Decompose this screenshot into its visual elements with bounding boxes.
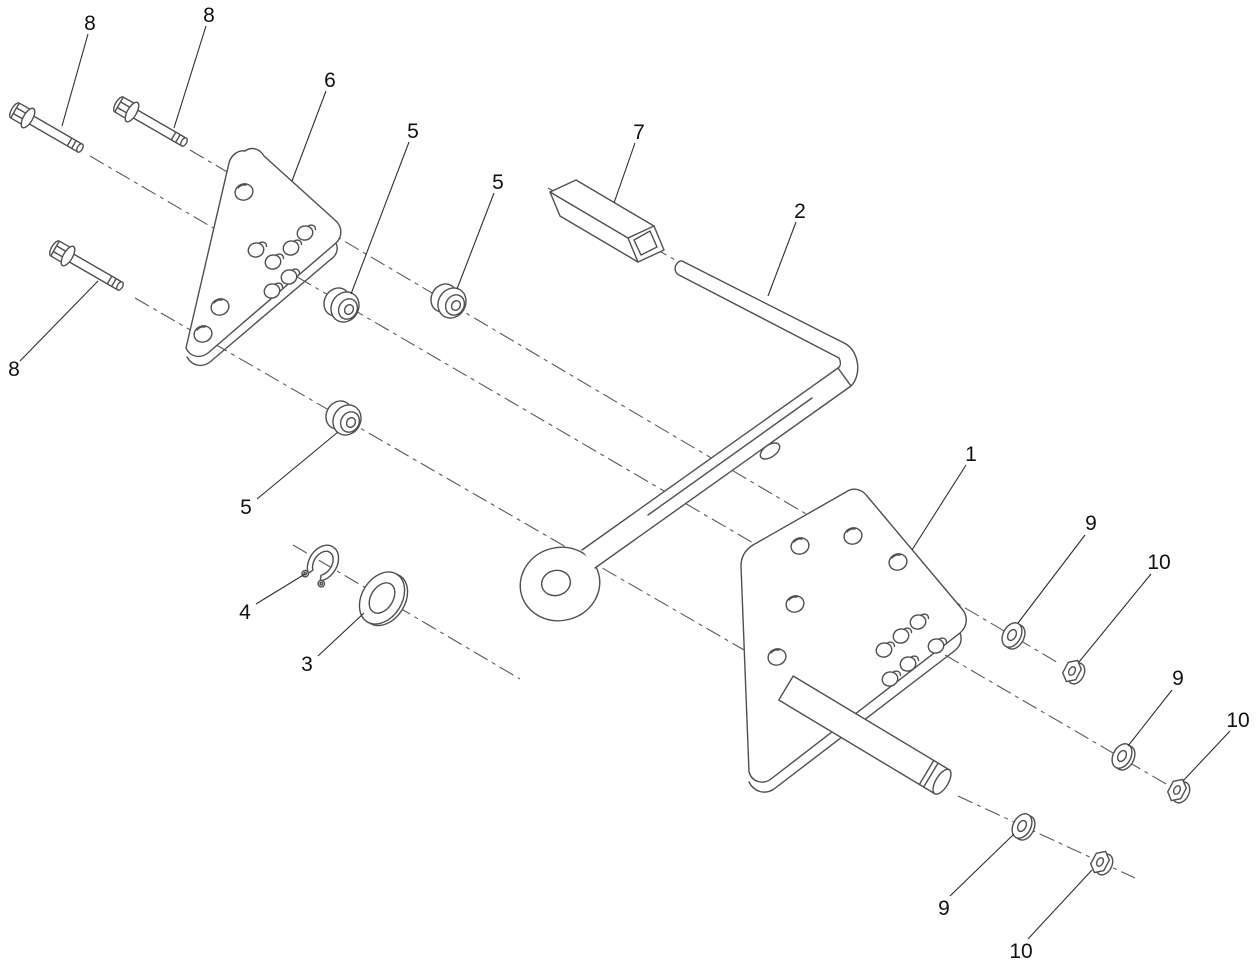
centerline-ring-washer — [292, 544, 521, 680]
leader-line — [256, 431, 339, 500]
callout-5-bushing-2: 5 — [407, 120, 419, 143]
pivot-eye-hole — [540, 569, 572, 597]
leader-line — [61, 33, 89, 127]
part-10-flange-nut-2 — [1166, 778, 1194, 807]
pin-groove — [918, 760, 935, 785]
part-7-spacer-sleeve — [549, 179, 665, 263]
callout-1-plate: 1 — [965, 443, 977, 466]
sleeve-edge — [627, 225, 655, 239]
lower-arm-bend-line — [647, 397, 813, 516]
washer-hole — [368, 582, 396, 614]
part-6-front-bracket-plate — [185, 147, 342, 367]
leader-line — [255, 573, 306, 605]
part-1-pivot-pin — [778, 675, 952, 795]
leader-line — [1078, 573, 1152, 663]
callout-10-nut-1: 10 — [1147, 551, 1170, 574]
part-5-bushing-1 — [425, 278, 473, 324]
leader-line — [1017, 534, 1086, 624]
leader-line — [317, 612, 365, 657]
leader-line — [1182, 730, 1231, 782]
callout-10-nut-2: 10 — [1226, 709, 1249, 732]
callout-8-bolt-2: 8 — [203, 4, 215, 27]
callout-8-bolt-3: 8 — [8, 358, 20, 381]
part-2-pivot-arm-bar — [519, 260, 859, 622]
leader-line — [291, 90, 327, 182]
callout-9-washer-2: 9 — [1172, 667, 1184, 690]
leader-lines — [19, 25, 1231, 940]
callout-9-washer-1: 9 — [1085, 512, 1097, 535]
part-9-washer-3 — [1007, 809, 1040, 845]
pin-end-face — [932, 768, 952, 795]
leader-line — [173, 25, 207, 129]
part-9-washer-1 — [997, 618, 1030, 654]
part-4-snap-ring — [301, 544, 340, 588]
leader-line — [767, 221, 797, 297]
leader-line — [911, 464, 967, 551]
lower-arm-edge — [581, 367, 839, 551]
callout-8-bolt-1: 8 — [84, 12, 96, 35]
plate-thickness-edge — [186, 242, 338, 367]
arm-slot-hole — [759, 442, 781, 460]
snap-ring-body — [306, 544, 340, 582]
callout-labels: 8 8 6 5 5 7 2 8 5 4 3 1 9 10 9 10 9 10 — [8, 4, 1250, 963]
lower-arm-edge — [594, 385, 852, 569]
part-8-flange-bolt-3 — [45, 236, 129, 298]
part-8-flange-bolt-1 — [5, 98, 89, 160]
callout-10-nut-3: 10 — [1009, 940, 1032, 963]
leader-line — [1027, 869, 1093, 940]
sleeve-bore — [633, 230, 658, 256]
callout-7-sleeve: 7 — [633, 121, 645, 144]
part-10-flange-nut-1 — [1061, 659, 1089, 688]
part-5-bushing-3 — [320, 395, 368, 441]
callout-9-washer-3: 9 — [938, 897, 950, 920]
part-5-bushing-2 — [318, 282, 366, 328]
part-10-flange-nut-3 — [1089, 850, 1117, 879]
pin-groove — [923, 762, 939, 788]
sleeve-edge — [549, 191, 629, 239]
leader-line — [949, 833, 1015, 897]
callout-3-washer: 3 — [301, 653, 313, 676]
snap-ring-ear-hole — [319, 581, 324, 586]
callout-4-snap-ring: 4 — [239, 601, 251, 624]
leader-line — [350, 141, 410, 295]
part-1-rear-bracket-plate — [740, 488, 967, 793]
parts-layer — [5, 92, 1194, 879]
callout-2-arm: 2 — [794, 200, 806, 223]
centerline-axis-bottom — [134, 297, 759, 659]
part-3-washer — [358, 571, 409, 627]
part-8-flange-bolt-2 — [109, 92, 193, 154]
sleeve-edge — [627, 237, 639, 263]
callout-5-bushing-3: 5 — [240, 496, 252, 519]
callout-6-plate: 6 — [324, 69, 336, 92]
part-9-washer-2 — [1107, 739, 1140, 775]
snap-ring-ear — [317, 579, 326, 588]
callout-5-bushing-1: 5 — [492, 171, 504, 194]
leader-line — [1127, 689, 1173, 747]
leader-line — [19, 280, 99, 362]
leader-line — [456, 192, 495, 290]
leader-line — [613, 142, 636, 204]
upper-arm — [674, 260, 859, 387]
